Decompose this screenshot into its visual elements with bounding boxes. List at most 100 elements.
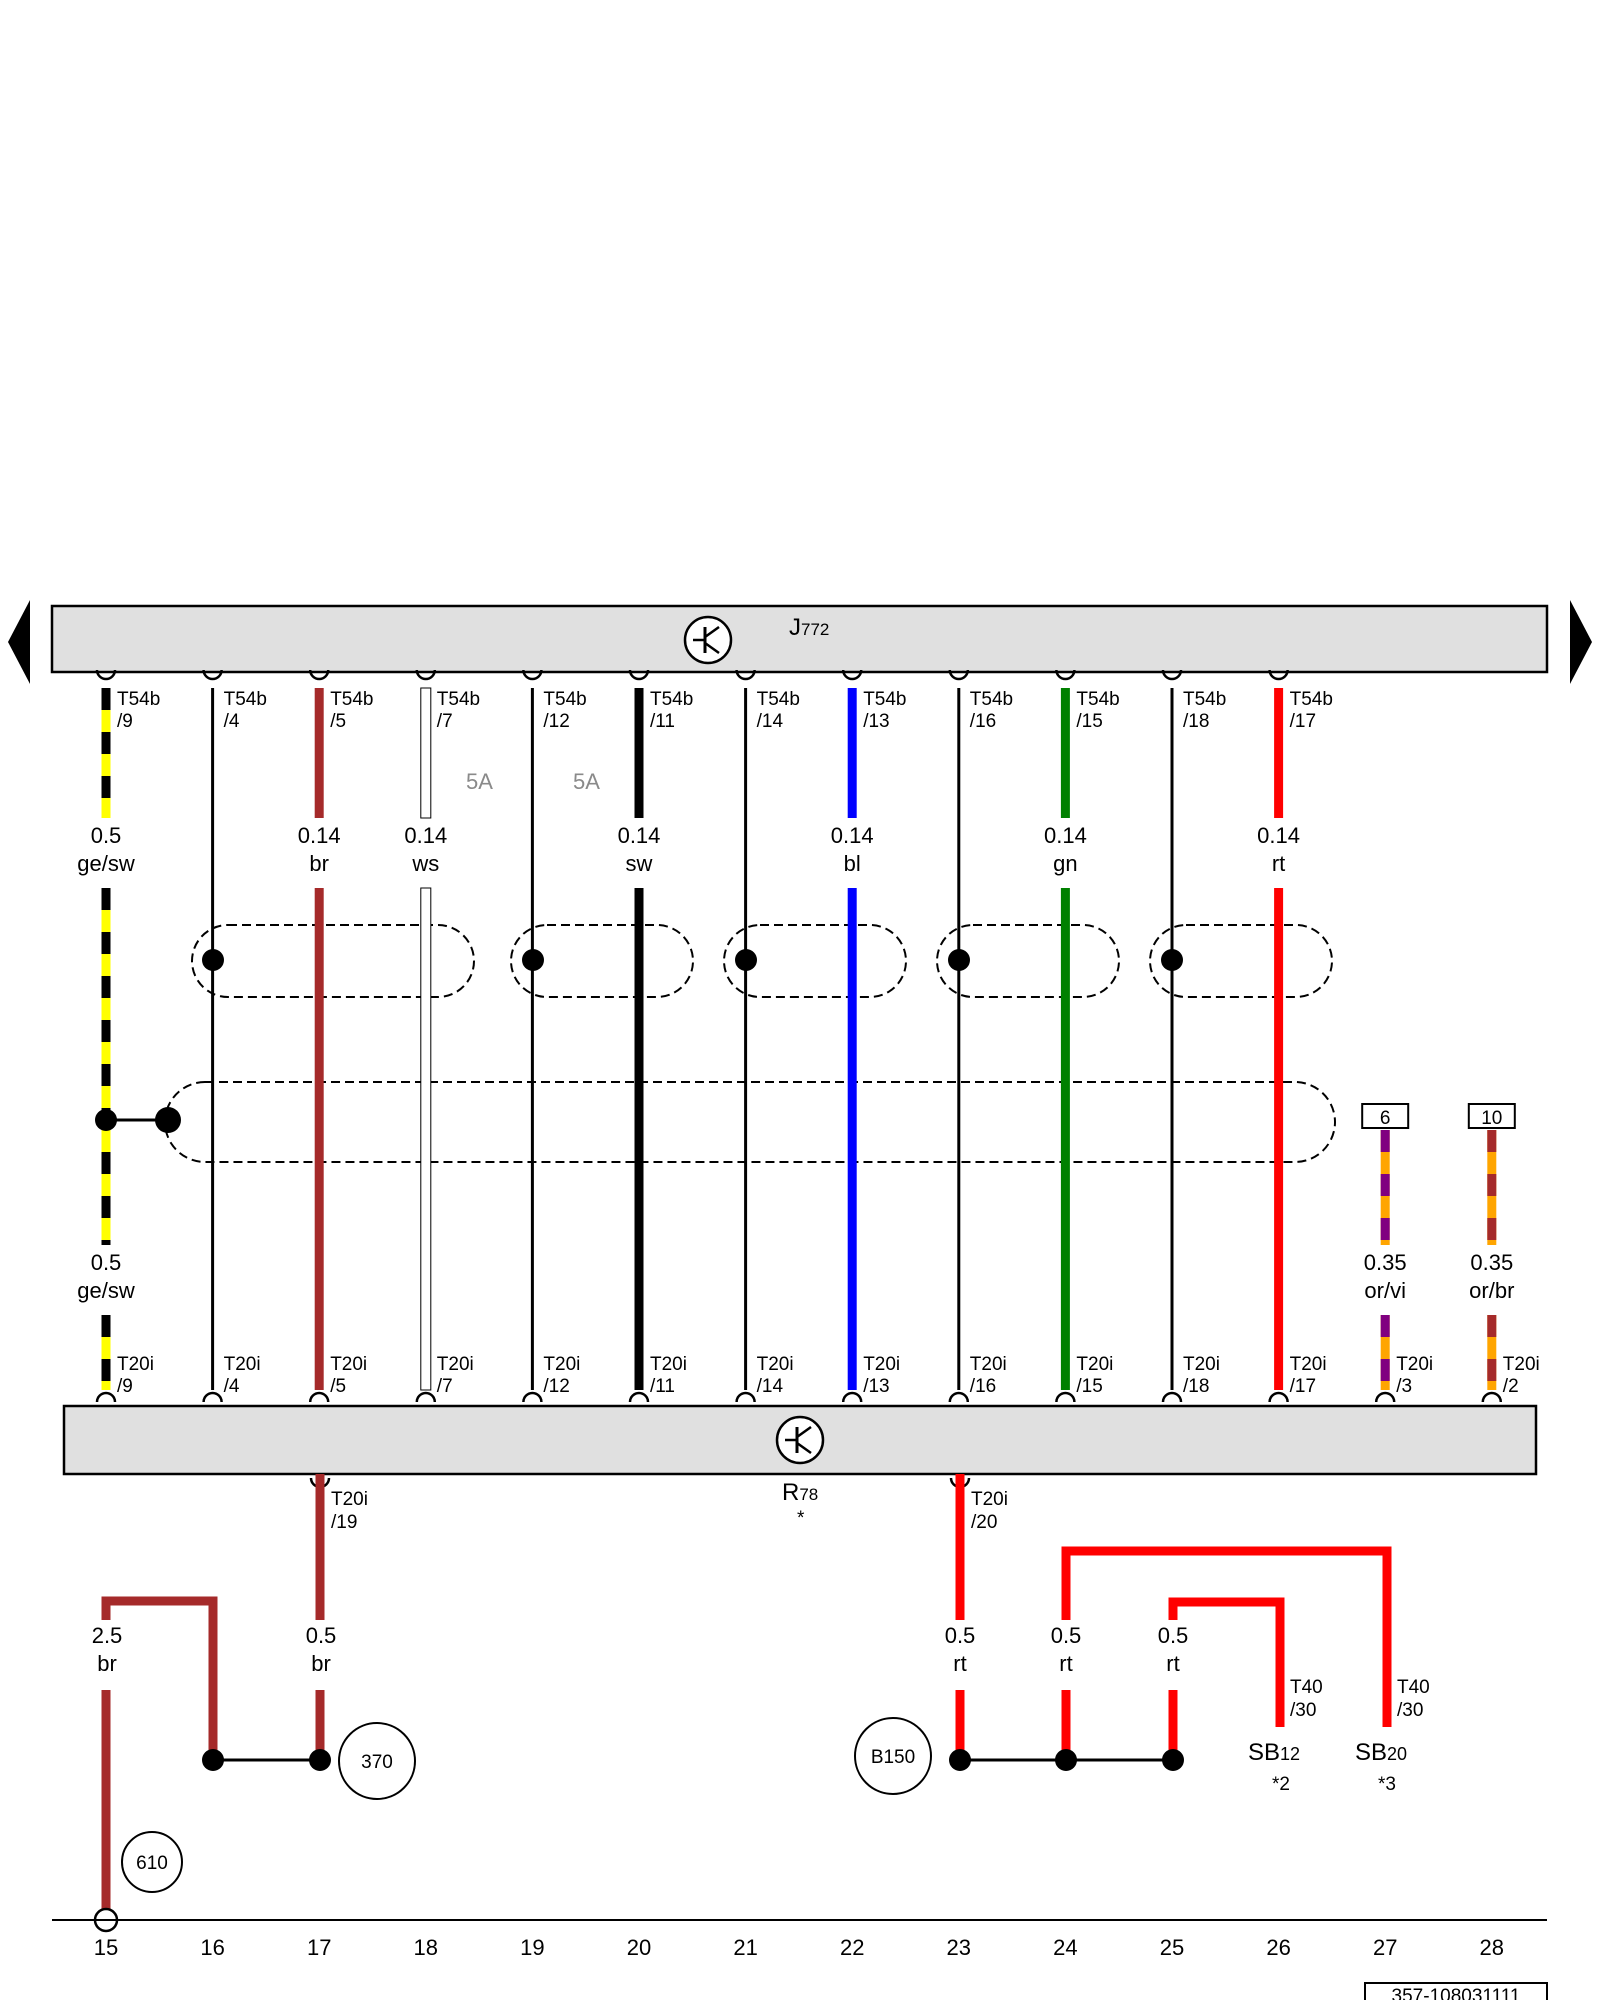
connector-pin: /5 [330,1376,346,1397]
connector-id: T20i [650,1354,687,1375]
junction-dot [1161,949,1183,971]
wire-size: 0.5 [1158,1623,1189,1648]
connector-pin: /4 [224,1376,240,1397]
previous-page-arrow-icon[interactable] [8,600,30,684]
fuse-label: SB12 [1248,1739,1300,1766]
top-control-unit-housing [50,604,1549,674]
connector-id: T54b [330,689,373,710]
junction-dot [1162,1749,1184,1771]
connector-icon [948,669,970,681]
wire-red-0.5 [1061,1546,1392,1727]
wire-size: 0.5 [306,1623,337,1648]
connector-pin: /17 [1290,711,1316,732]
shield-junctions [95,949,1183,1133]
connector-icon [415,669,437,681]
connector-pin: /13 [863,1376,889,1397]
wire-size: 0.14 [298,823,341,848]
connector-id: T20i [330,1354,367,1375]
next-page-arrow-icon[interactable] [1570,600,1592,684]
column-number: 17 [307,1935,331,1960]
wire-size: 0.14 [831,823,874,848]
connector-id: T20i [970,1354,1007,1375]
junction-dot [202,949,224,971]
connector-icon [308,669,330,681]
fuse-pin: /30 [1290,1700,1316,1721]
wire-color: ge/sw [77,1278,135,1303]
connector-icon [95,1391,117,1403]
page-reference-box [1361,1103,1410,1129]
supply-circuit: 0.5 rt 0.5 rt 0.5 rt [945,1474,1392,1771]
wire-size: 0.5 [91,1250,122,1275]
svg-text:610: 610 [136,1853,168,1874]
connector-pin: /11 [650,711,675,732]
connector-icon [628,1391,650,1403]
connector-id: T20i [1396,1354,1433,1375]
page-reference: 10 [1481,1108,1502,1129]
wire-color: ws [411,851,439,876]
connector-icon [522,1391,543,1403]
svg-text:370: 370 [361,1752,393,1773]
connector-icon [308,1391,330,1403]
connector-pin: /2 [1503,1376,1519,1397]
connector-id: T20i [1076,1354,1113,1375]
connector-id: T20i [437,1354,474,1375]
junction-dot [735,949,757,971]
column-number: 27 [1373,1935,1397,1960]
connector-pin: /3 [1396,1376,1412,1397]
connector-icon [628,669,650,681]
connector-pin: /16 [970,1376,996,1397]
page-reference-box [1467,1103,1516,1129]
connector-icon [202,1391,223,1403]
connector-icon [1161,669,1183,681]
connector-pin: /13 [863,711,889,732]
outer-shield-loop [164,1081,1336,1163]
reference-610[interactable]: 610 [121,1831,183,1893]
ground-circuit: 2.5 br 0.5 br [80,1474,348,1933]
connector-icon [522,669,543,681]
reference-370[interactable]: 370 [338,1722,416,1800]
wire-size: 0.35 [1470,1250,1513,1275]
transistor-symbol-icon [775,1415,825,1465]
connector-id: T20i [224,1354,261,1375]
connector-id: T54b [863,689,906,710]
wire-color: br [97,1651,117,1676]
connector-icon [202,669,223,681]
wires-layer: T54b/9T20i/90.5ge/sw0.5ge/swT54b/4T20i/4… [77,669,1540,1489]
fuse-note: *2 [1272,1774,1290,1795]
wire-color: rt [1059,1651,1072,1676]
connector-id: T54b [224,689,267,710]
connector-id: T20i [863,1354,900,1375]
wire-color: sw [626,851,653,876]
connector-id: T20i [1290,1354,1327,1375]
connector-pin: /7 [437,711,453,732]
wire-color: bl [844,851,861,876]
connector-id: T20i [117,1354,154,1375]
connector-icon [841,1391,863,1403]
fuse-sb12: T40 /30 SB12 *2 [1248,1677,1323,1795]
shield-loop [936,924,1120,998]
connector-id: T20i [757,1354,794,1375]
wire-color: rt [953,1651,966,1676]
connector-icon [1268,669,1289,681]
shield-loop [1149,924,1333,998]
svg-text:357-108031111: 357-108031111 [1392,1986,1521,2000]
column-number: 15 [94,1935,118,1960]
connector-pin: /11 [650,1376,675,1397]
reference-b150[interactable]: B150 [854,1717,932,1795]
column-number: 19 [520,1935,544,1960]
connector-icon [1161,1391,1183,1403]
connector-id: T54b [117,689,160,710]
connector-icon [1055,1391,1076,1403]
wire-size: 0.14 [1044,823,1087,848]
connector-pin: /12 [543,711,569,732]
junction-dot [309,1749,331,1771]
connector-icon [415,1391,437,1403]
